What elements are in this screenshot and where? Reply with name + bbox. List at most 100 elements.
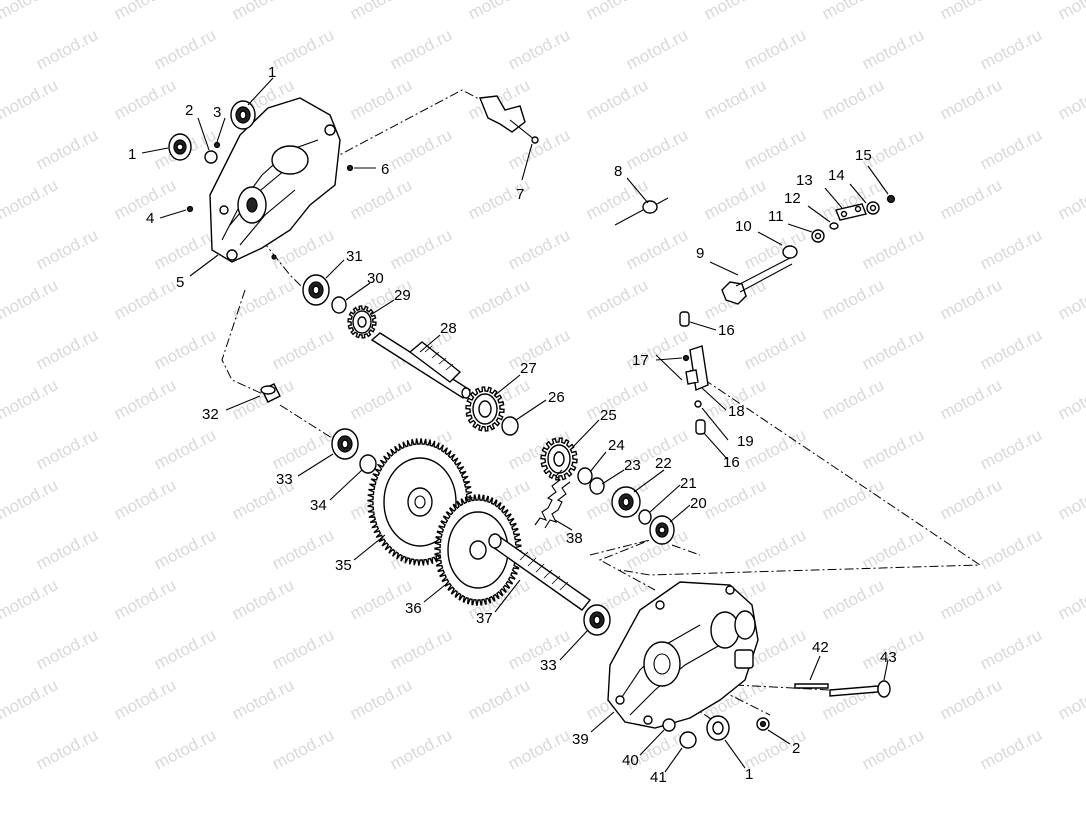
- watermark-text: motod.ru: [819, 575, 887, 623]
- left-housing-cover: [209, 97, 341, 263]
- watermark-text: motod.ru: [111, 575, 179, 623]
- watermark-text: motod.ru: [583, 375, 651, 423]
- callout-2-top: 2: [185, 102, 193, 119]
- washer-24: [577, 467, 593, 485]
- spring-38: [534, 469, 571, 529]
- watermark-text: motod.ru: [937, 375, 1005, 423]
- callout-40: 40: [622, 752, 639, 769]
- shaft-28: [370, 332, 472, 399]
- watermark-text: motod.ru: [937, 575, 1005, 623]
- callout-31: 31: [346, 248, 363, 265]
- pin-3: [213, 141, 221, 149]
- clip-12: [829, 222, 839, 230]
- watermark-text: motod.ru: [741, 325, 809, 373]
- watermark-text: motod.ru: [269, 425, 337, 473]
- watermark-text: motod.ru: [937, 0, 1005, 24]
- watermark-text: motod.ru: [111, 375, 179, 423]
- callout-43: 43: [880, 649, 897, 666]
- watermark-text: motod.ru: [937, 475, 1005, 523]
- washer-40: [662, 718, 676, 732]
- bearing-1-top: [230, 100, 256, 130]
- watermark-text: motod.ru: [623, 125, 691, 173]
- watermark-text: motod.ru: [0, 675, 61, 723]
- watermark-text: motod.ru: [33, 725, 101, 773]
- watermark-text: motod.ru: [1055, 275, 1086, 323]
- switch-parts: [679, 311, 709, 435]
- watermark-text: motod.ru: [387, 725, 455, 773]
- watermark-text: motod.ru: [977, 725, 1045, 773]
- callout-37: 37: [476, 610, 493, 627]
- callout-17: 17: [632, 352, 649, 369]
- bushing-2-top: [204, 150, 218, 164]
- callout-36: 36: [405, 600, 422, 617]
- watermark-text: motod.ru: [1055, 0, 1086, 24]
- watermark-text: motod.ru: [583, 275, 651, 323]
- watermark-text: motod.ru: [937, 75, 1005, 123]
- watermark-text: motod.ru: [741, 25, 809, 73]
- watermark-text: motod.ru: [0, 175, 61, 223]
- watermark-text: motod.ru: [977, 25, 1045, 73]
- watermark-text: motod.ru: [583, 75, 651, 123]
- gear-27: [465, 386, 505, 432]
- callout-3: 3: [213, 104, 221, 121]
- callout-29: 29: [394, 287, 411, 304]
- callout-30: 30: [367, 270, 384, 287]
- watermark-text: motod.ru: [1055, 575, 1086, 623]
- watermark-text: motod.ru: [1055, 475, 1086, 523]
- callout-35: 35: [335, 557, 352, 574]
- watermark-text: motod.ru: [33, 25, 101, 73]
- bearing-1-left: [168, 133, 192, 161]
- watermark-text: motod.ru: [33, 525, 101, 573]
- callout-9: 9: [696, 245, 704, 262]
- watermark-text: motod.ru: [0, 0, 61, 24]
- washer-23: [589, 477, 605, 495]
- callout-11: 11: [768, 208, 784, 225]
- watermark-text: motod.ru: [701, 175, 769, 223]
- shaft-37: [488, 533, 592, 611]
- callout-23: 23: [624, 457, 641, 474]
- callout-38: 38: [566, 530, 583, 547]
- callout-16-top: 16: [718, 322, 735, 339]
- watermark-text: motod.ru: [111, 275, 179, 323]
- watermark-text: motod.ru: [0, 575, 61, 623]
- watermark-text: motod.ru: [111, 675, 179, 723]
- watermark-text: motod.ru: [33, 225, 101, 273]
- watermark-text: motod.ru: [465, 275, 533, 323]
- callout-14: 14: [828, 167, 845, 184]
- callout-1-top: 1: [268, 64, 276, 81]
- callout-16-bottom: 16: [723, 454, 740, 471]
- washer-21: [638, 509, 652, 525]
- bearing-22: [611, 486, 641, 518]
- watermark-text: motod.ru: [151, 625, 219, 673]
- watermark-text: motod.ru: [347, 175, 415, 223]
- callout-28: 28: [440, 320, 457, 337]
- watermark-text: motod.ru: [387, 225, 455, 273]
- watermark-text: motod.ru: [33, 625, 101, 673]
- bearing-33-upper: [331, 428, 359, 460]
- watermark-text: motod.ru: [347, 75, 415, 123]
- callout-20: 20: [690, 495, 707, 512]
- watermark-text: motod.ru: [387, 125, 455, 173]
- bearing-33-lower: [583, 604, 611, 636]
- watermark-text: motod.ru: [33, 325, 101, 373]
- callout-19: 19: [737, 433, 754, 450]
- callout-5: 5: [176, 274, 184, 291]
- bolt-4: [186, 205, 194, 213]
- watermark-text: motod.ru: [859, 325, 927, 373]
- callout-12: 12: [784, 190, 801, 207]
- callout-15: 15: [855, 147, 872, 164]
- watermark-text: motod.ru: [937, 275, 1005, 323]
- watermark-text: motod.ru: [505, 325, 573, 373]
- callout-24: 24: [608, 437, 625, 454]
- gear-36: [434, 494, 522, 606]
- watermark-text: motod.ru: [0, 75, 61, 123]
- bearing-20: [649, 515, 675, 545]
- watermark-text: motod.ru: [111, 75, 179, 123]
- watermark-text: motod.ru: [465, 0, 533, 24]
- gear-35: [367, 438, 473, 566]
- watermark-text: motod.ru: [505, 225, 573, 273]
- callout-21: 21: [680, 475, 697, 492]
- watermark-text: motod.ru: [701, 0, 769, 24]
